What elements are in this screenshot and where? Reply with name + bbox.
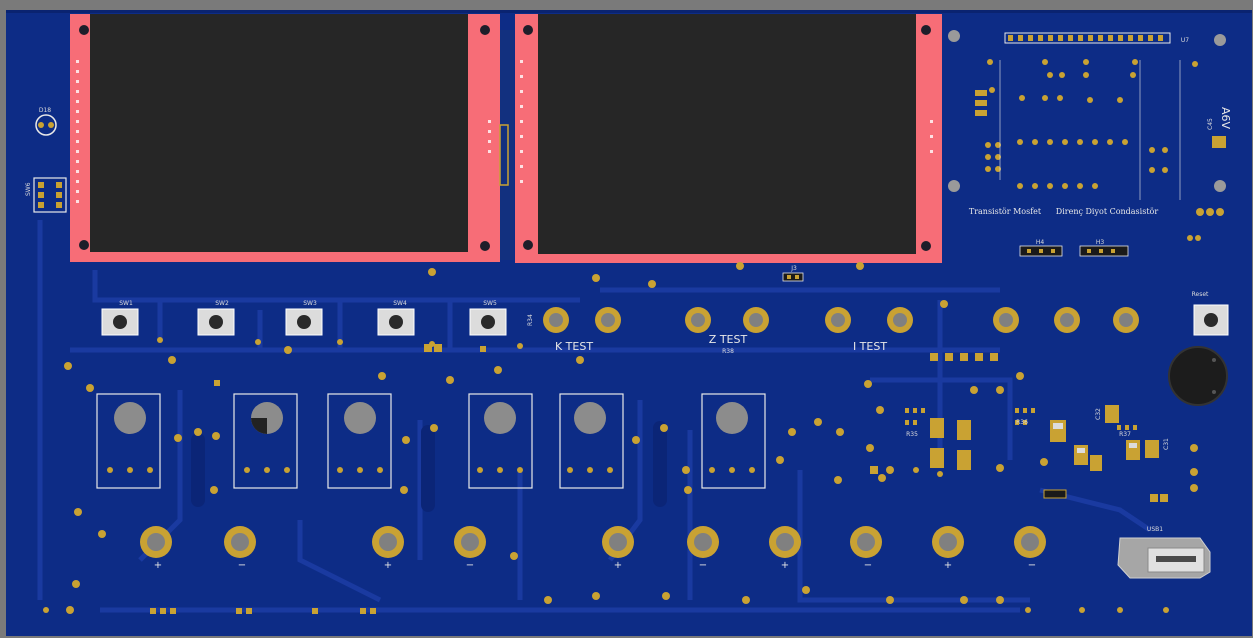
usb-connector-usb1: USB1 <box>1117 526 1211 579</box>
terminal-polarity-marks: + − + − + − + − + − <box>154 560 1036 571</box>
buzzer <box>1168 346 1228 406</box>
vias <box>43 262 1198 614</box>
svg-text:C45: C45 <box>1207 118 1214 130</box>
switch-sw4: SW4 <box>377 300 415 336</box>
svg-text:SW6: SW6 <box>25 182 32 196</box>
svg-text:−: − <box>699 560 707 571</box>
section-label-passive: Direnç Diyot Condasistör <box>1056 207 1159 216</box>
svg-text:SW4: SW4 <box>393 300 407 307</box>
switch-reset: Reset <box>1192 291 1229 336</box>
switch-sw2: SW2 <box>197 300 235 336</box>
test-label-i: I TEST <box>853 340 887 353</box>
svg-text:USB1: USB1 <box>1147 526 1163 533</box>
svg-text:SW5: SW5 <box>483 300 497 307</box>
svg-text:+: + <box>614 560 622 571</box>
svg-text:−: − <box>1028 560 1036 571</box>
lcd-module-left <box>70 14 500 262</box>
svg-text:+: + <box>154 560 162 571</box>
svg-text:H3: H3 <box>1096 239 1105 246</box>
header-h3: H3 <box>1079 239 1129 257</box>
header-h4: H4 <box>1019 239 1063 257</box>
test-label-z: Z TEST <box>709 333 748 346</box>
switch-sw3: SW3 <box>285 300 323 336</box>
section-label-transistor: Transistör Mosfet <box>969 207 1042 216</box>
terminal-pads-bottom <box>140 526 1046 558</box>
diode-d18: D18 <box>35 107 57 136</box>
square-pads <box>150 344 878 614</box>
lcd-screen-left <box>90 14 468 258</box>
svg-text:U7: U7 <box>1181 37 1189 44</box>
header-u7: U7 <box>1004 32 1189 44</box>
lcd-module-right <box>515 14 942 263</box>
svg-text:+: + <box>384 560 392 571</box>
svg-text:C31: C31 <box>1163 438 1170 450</box>
switch-sw6: SW6 <box>25 177 67 213</box>
test-pads-top <box>543 307 1139 333</box>
svg-text:Reset: Reset <box>1192 291 1209 298</box>
svg-text:H4: H4 <box>1036 239 1045 246</box>
svg-text:−: − <box>238 560 246 571</box>
connector-small <box>1043 489 1067 499</box>
svg-text:R36: R36 <box>1016 419 1028 426</box>
svg-text:A6V: A6V <box>1219 107 1232 130</box>
svg-text:+: + <box>781 560 789 571</box>
lcd-screen-right <box>538 14 916 258</box>
svg-text:R35: R35 <box>906 431 918 438</box>
svg-text:J3: J3 <box>790 265 797 272</box>
svg-text:R38: R38 <box>722 348 734 355</box>
test-label-k: K TEST <box>555 340 593 353</box>
smd-components-lower-right: R35 R36 R37 C32 C31 <box>905 353 1170 502</box>
switch-sw5: SW5 <box>469 300 507 336</box>
capacitor-c45: C45 A6V <box>1207 107 1232 148</box>
svg-text:SW3: SW3 <box>303 300 317 307</box>
svg-text:D18: D18 <box>39 107 51 114</box>
svg-text:−: − <box>864 560 872 571</box>
svg-text:C32: C32 <box>1095 408 1102 420</box>
switch-sw1: SW1 <box>101 300 139 336</box>
svg-text:+: + <box>944 560 952 571</box>
svg-text:−: − <box>466 560 474 571</box>
jumper-j3: J3 <box>782 265 804 282</box>
svg-text:SW1: SW1 <box>119 300 133 307</box>
svg-text:R37: R37 <box>1119 431 1131 438</box>
potentiometers <box>96 393 766 489</box>
svg-text:R34: R34 <box>527 314 534 326</box>
tactile-switches: SW1 SW2 SW3 SW4 SW5 Reset <box>101 291 1229 336</box>
svg-text:SW2: SW2 <box>215 300 229 307</box>
